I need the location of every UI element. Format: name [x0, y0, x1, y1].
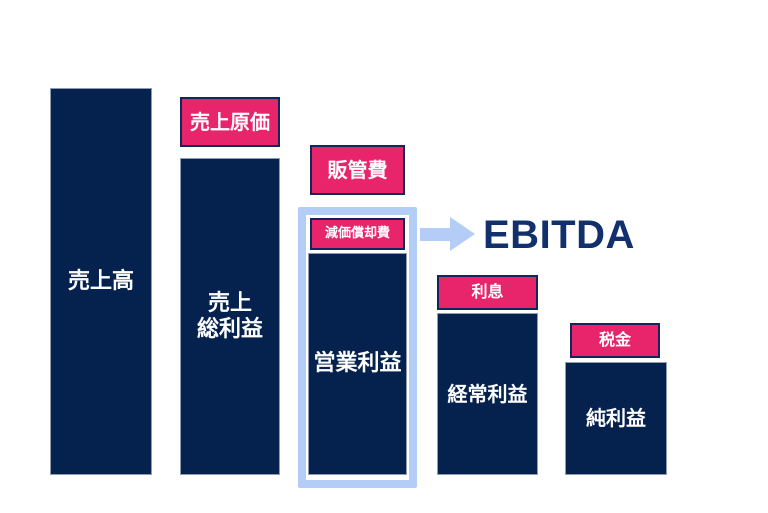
- bar-label-operating-profit: 営業利益: [313, 351, 402, 377]
- bar-gross-profit[interactable]: 売上 総利益: [180, 158, 280, 475]
- bar-sga[interactable]: 販管費: [310, 145, 405, 195]
- bar-interest[interactable]: 利息: [437, 275, 538, 310]
- bar-label-ordinary-profit: 経常利益: [447, 381, 528, 406]
- bar-net-profit[interactable]: 純利益: [565, 362, 667, 475]
- arrow-shaft: [420, 227, 450, 241]
- bar-label-gross-profit-line1: 売上: [207, 291, 252, 317]
- ebitda-arrow: [420, 217, 475, 251]
- bar-label-net-profit: 純利益: [586, 406, 646, 430]
- bar-label-cost-of-sales: 売上原価: [190, 109, 270, 134]
- arrow-head-icon: [450, 217, 475, 251]
- bar-label-depreciation: 減価償却費: [324, 225, 390, 241]
- bar-operating-profit[interactable]: 営業利益: [308, 253, 407, 475]
- bar-depreciation[interactable]: 減価償却費: [310, 218, 405, 250]
- bar-ordinary-profit[interactable]: 経常利益: [437, 313, 538, 475]
- bar-net-sales[interactable]: 売上高: [50, 88, 152, 475]
- bar-label-tax: 税金: [598, 330, 631, 350]
- bar-label-gross-profit-line2: 総利益: [196, 316, 263, 342]
- bar-tax[interactable]: 税金: [570, 323, 660, 358]
- bar-cost-of-sales[interactable]: 売上原価: [180, 97, 280, 147]
- bar-label-interest: 利息: [471, 282, 504, 302]
- ebitda-highlight-frame: [298, 207, 417, 488]
- bar-label-net-sales: 売上高: [67, 268, 134, 294]
- bar-label-sga: 販管費: [327, 157, 388, 182]
- ebitda-label: EBITDA: [483, 213, 635, 257]
